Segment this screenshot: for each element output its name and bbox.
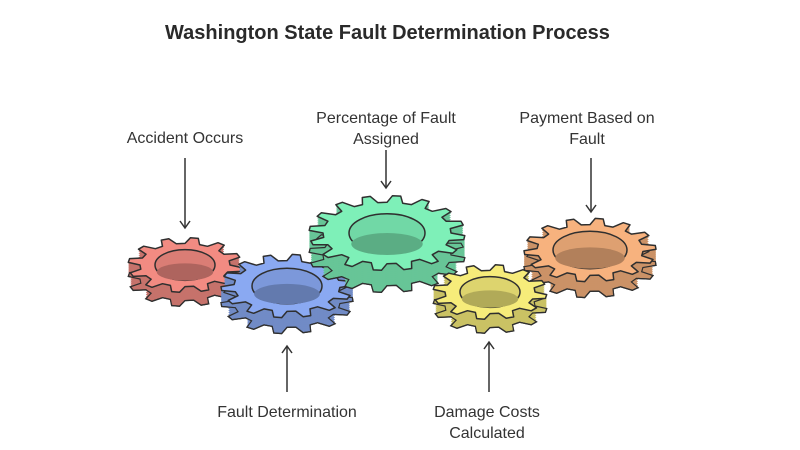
arrow-to-fault-determination [281,344,293,392]
label-accident-occurs: Accident Occurs [126,130,244,147]
arrow-to-accident-occurs [179,158,191,230]
label-percentage-of-fault: Percentage of Fault Assigned [316,110,456,148]
arrow-to-payment-based-on-fault [585,158,597,214]
gear-payment-based-on-fault [523,217,657,299]
arrows-group [179,150,597,392]
arrow-to-percentage-of-fault [380,150,392,190]
arrow-to-damage-costs [483,340,495,392]
diagram-title: Washington State Fault Determination Pro… [165,22,610,44]
gear-fault-determination [220,253,354,335]
gear-damage-costs [432,264,548,334]
gears-group [127,194,657,335]
label-fault-determination: Fault Determination [217,404,357,421]
gear-accident-occurs [127,237,243,307]
label-damage-costs: Damage Costs Calculated [434,404,540,442]
gear-percentage-of-fault [308,194,466,293]
label-payment-based-on-fault: Payment Based on Fault [519,110,655,148]
